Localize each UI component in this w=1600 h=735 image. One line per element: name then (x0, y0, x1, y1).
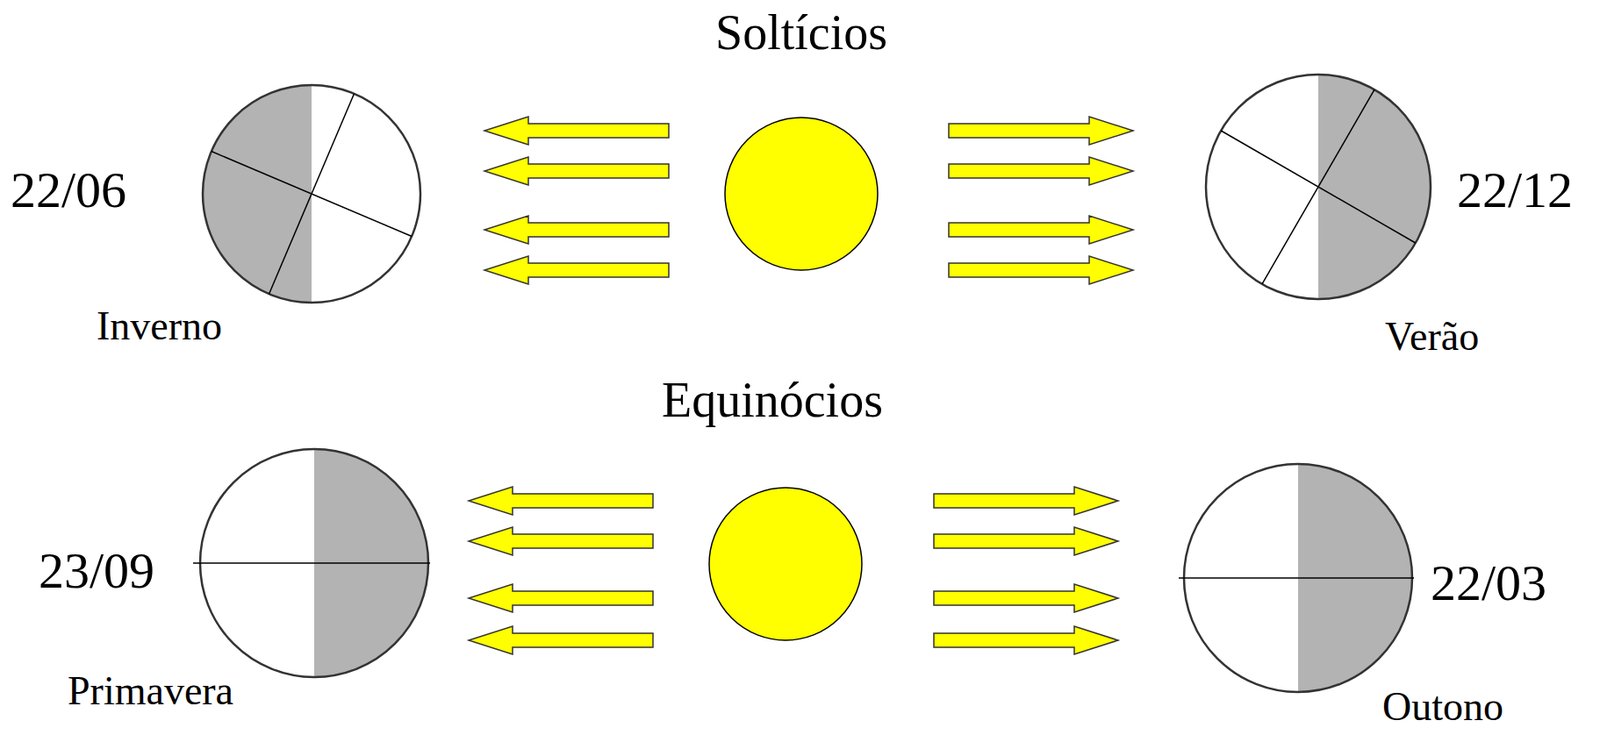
night-side (1318, 74, 1431, 300)
earth-globe (1178, 464, 1414, 693)
date-label: 22/12 (1456, 162, 1573, 219)
sun (709, 487, 862, 641)
sun-ray-arrow (484, 256, 669, 285)
earth-globe (1205, 74, 1431, 300)
earth-globe (202, 85, 421, 303)
sun-ray-arrow (948, 116, 1134, 145)
season-label: Inverno (96, 304, 223, 350)
earth-disc (1205, 74, 1431, 300)
night-side (202, 85, 312, 303)
sun-ray-arrow (484, 215, 669, 244)
earth-disc (202, 85, 421, 303)
date-label: 22/06 (10, 162, 127, 219)
sun-ray-arrow (468, 626, 653, 655)
sun-ray-arrow (468, 527, 653, 556)
sun-ray-arrow (933, 584, 1119, 613)
date-label: 22/03 (1430, 555, 1547, 612)
earth-outline (202, 85, 421, 303)
section-heading: Equinócios (661, 373, 883, 429)
section-heading: Soltícios (715, 6, 888, 61)
equator-line (1178, 577, 1414, 580)
sun (724, 117, 878, 271)
sun-ray-arrow (933, 487, 1119, 516)
equator-line (211, 151, 412, 237)
season-label: Primavera (67, 669, 234, 715)
equator-line (1220, 130, 1416, 244)
season-label: Verão (1384, 315, 1479, 360)
sun-ray-arrow (948, 215, 1134, 244)
sun-ray-arrow (948, 256, 1134, 285)
sun-ray-arrow (468, 584, 653, 613)
equator-line (193, 562, 431, 565)
sun-ray-arrow (933, 527, 1119, 556)
date-label: 23/09 (38, 543, 155, 600)
sun-ray-arrow (484, 116, 669, 145)
sun-ray-arrow (933, 626, 1119, 655)
sun-ray-arrow (484, 157, 669, 186)
sun-ray-arrow (468, 487, 653, 516)
season-label: Outono (1382, 685, 1504, 731)
earth-globe (193, 449, 431, 678)
sun-ray-arrow (948, 157, 1134, 186)
earth-outline (1205, 74, 1431, 300)
